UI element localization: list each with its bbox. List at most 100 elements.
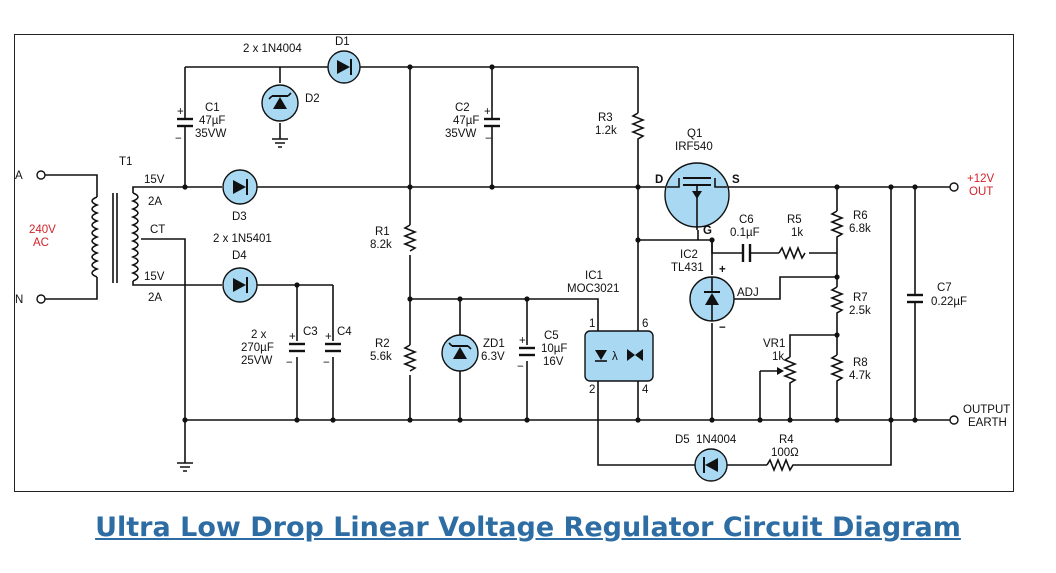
- c1-plus: +: [177, 106, 184, 118]
- c6-value: 0.1µF: [730, 227, 760, 239]
- c2-minus: −: [485, 133, 492, 145]
- c2-plus: +: [484, 106, 491, 118]
- vr1-value: 1k: [772, 351, 784, 363]
- c3-minus: −: [286, 357, 293, 369]
- capacitor-c2: + − C2 47µF 35VW: [445, 102, 500, 145]
- r7-value: 2.5k: [849, 305, 871, 317]
- r4-ref: R4: [779, 434, 794, 446]
- capacitor-c1: + − C1 47µF 35VW: [175, 102, 226, 145]
- capacitor-c5: + − C5 10µF 16V: [517, 330, 567, 373]
- ic1-part: MOC3021: [567, 283, 619, 295]
- mosfet-q1: Q1 IRF540 D S G: [655, 128, 740, 237]
- ic1-pin6: 6: [642, 318, 648, 330]
- t1-ct: CT: [150, 224, 165, 236]
- shunt-regulator-ic2: IC2 TL431 + − ADJ: [671, 249, 759, 334]
- ic1-pin1: 1: [589, 318, 595, 330]
- c3-value: 270µF: [241, 342, 274, 354]
- c4-plus: +: [325, 331, 332, 343]
- c1-value: 47µF: [199, 115, 225, 127]
- input-terminals: A N 240V AC: [15, 170, 56, 306]
- c2-value: 47µF: [453, 115, 479, 127]
- c1-ref: C1: [205, 102, 220, 114]
- r1-ref: R1: [375, 226, 390, 238]
- earth-label-1: OUTPUT: [963, 404, 1010, 416]
- t1-sec1: 15V: [144, 174, 165, 186]
- r3-ref: R3: [598, 112, 613, 124]
- diagram-title-link[interactable]: Ultra Low Drop Linear Voltage Regulator …: [95, 512, 961, 543]
- circuit-schematic: A N 240V AC +12V OUT OUTPUT EARTH T1 15V…: [15, 36, 1010, 482]
- r4-value: 100Ω: [771, 447, 799, 459]
- junctions: [182, 64, 918, 423]
- resistor-r1: R1 8.2k: [370, 224, 418, 255]
- c7-value: 0.22µF: [931, 296, 967, 308]
- d5-ref: D5: [675, 434, 690, 446]
- r5-ref: R5: [787, 214, 802, 226]
- resistor-r6: R6 6.8k: [829, 210, 871, 240]
- r8-value: 4.7k: [849, 370, 871, 382]
- r2-ref: R2: [375, 338, 390, 350]
- q1-part: IRF540: [675, 141, 713, 153]
- ic2-part: TL431: [671, 262, 704, 274]
- capacitor-c7: C7 0.22µF: [907, 282, 967, 308]
- r1-value: 8.2k: [370, 239, 392, 251]
- t1-ref: T1: [119, 156, 132, 168]
- d3-ref: D3: [232, 211, 247, 223]
- r2-value: 5.6k: [370, 351, 392, 363]
- c5-plus: +: [519, 335, 526, 347]
- ic2-plus: +: [719, 264, 726, 276]
- out-label: OUT: [969, 186, 993, 198]
- capacitor-c3: + − C3 2 x 270µF 25VW: [241, 326, 318, 369]
- ic2-adj: ADJ: [737, 287, 759, 299]
- c6-ref: C6: [739, 214, 754, 226]
- d3-note: 2 x 1N5401: [213, 233, 272, 245]
- q1-pin-s: S: [732, 174, 740, 186]
- optocoupler-ic1: λ IC1 MOC3021 1 6 2 4: [567, 270, 654, 396]
- diode-d3: D3 2 x 1N5401: [213, 169, 272, 245]
- c1-minus: −: [175, 133, 182, 145]
- c5-ref: C5: [544, 330, 559, 342]
- capacitor-c6: C6 0.1µF: [730, 214, 760, 262]
- ic2-ref: IC2: [680, 249, 698, 261]
- d2-ref: D2: [305, 93, 320, 105]
- resistor-r5: R5 1k: [778, 214, 809, 261]
- c2-rating: 35VW: [445, 128, 476, 140]
- ac-voltage-label: 240V: [29, 224, 56, 236]
- c3-note: 2 x: [251, 329, 267, 341]
- t1-sec1-i: 2A: [148, 196, 162, 208]
- r6-value: 6.8k: [849, 223, 871, 235]
- terminal-out: [949, 182, 959, 192]
- terminal-earth: [949, 415, 959, 425]
- ic1-pin2: 2: [589, 384, 595, 396]
- capacitor-c4: + − C4: [323, 326, 352, 369]
- output-terminals: +12V OUT OUTPUT EARTH: [949, 173, 1010, 429]
- r7-ref: R7: [853, 292, 868, 304]
- c7-ref: C7: [937, 282, 952, 294]
- ground-symbol: [177, 462, 193, 472]
- diode-d2: D2: [261, 84, 320, 148]
- zd1-value: 6.3V: [481, 351, 505, 363]
- out-voltage-label: +12V: [967, 173, 995, 185]
- terminal-n: [36, 294, 46, 304]
- d4-ref: D4: [232, 250, 247, 262]
- c3-ref: C3: [303, 326, 318, 338]
- t1-sec2-i: 2A: [148, 292, 162, 304]
- c4-minus: −: [323, 357, 330, 369]
- q1-pin-g: G: [703, 225, 712, 237]
- resistor-r7: R7 2.5k: [829, 286, 871, 317]
- diode-d4: D4: [222, 250, 258, 303]
- resistor-r3: R3 1.2k: [595, 112, 646, 143]
- r8-ref: R8: [853, 357, 868, 369]
- diode-d5: D5 1N4004: [675, 434, 737, 482]
- c5-rating: 16V: [543, 356, 564, 368]
- c5-value: 10µF: [541, 343, 567, 355]
- diode-d1: D1 2 x 1N4004: [243, 36, 361, 84]
- d5-part: 1N4004: [696, 434, 737, 446]
- zener-zd1: ZD1 6.3V: [441, 334, 505, 372]
- c5-minus: −: [517, 361, 524, 373]
- schematic-frame: A N 240V AC +12V OUT OUTPUT EARTH T1 15V…: [14, 34, 1014, 492]
- c4-ref: C4: [337, 326, 352, 338]
- r5-value: 1k: [791, 227, 803, 239]
- c2-ref: C2: [455, 102, 470, 114]
- earth-label-2: EARTH: [968, 417, 1007, 429]
- c3-plus: +: [289, 331, 296, 343]
